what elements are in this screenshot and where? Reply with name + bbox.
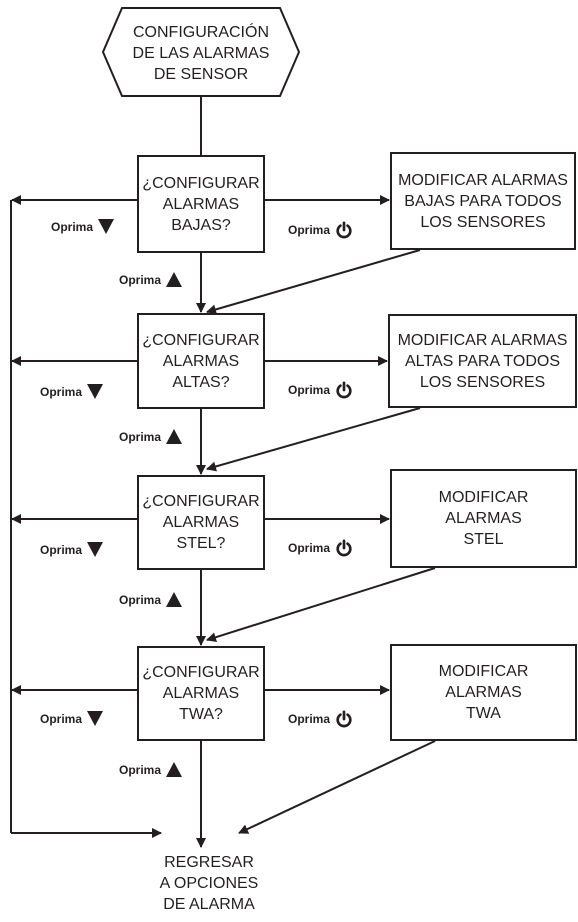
end-label: REGRESAR A OPCIONES DE ALARMA <box>159 854 259 913</box>
up-triangle-icon <box>166 592 183 607</box>
question-box-low-alarms: ¿CONFIGURAR ALARMAS BAJAS? <box>137 155 265 253</box>
up-triangle-icon <box>166 429 183 444</box>
press-text: Oprima <box>288 223 331 237</box>
press-up-label-3: Oprima <box>119 592 183 607</box>
press-text: Oprima <box>40 542 83 557</box>
press-up-label-1: Oprima <box>119 272 183 287</box>
action-box-modify-stel: MODIFICAR ALARMAS STEL <box>390 469 577 568</box>
action-box-modify-high: MODIFICAR ALARMAS ALTAS PARA TODOS LOS S… <box>388 314 577 408</box>
press-text: Oprima <box>119 762 162 777</box>
press-text: Oprima <box>288 541 331 555</box>
press-text: Oprima <box>119 272 162 287</box>
press-power-label-3: Oprima <box>288 539 353 557</box>
power-icon <box>336 381 352 399</box>
press-power-label-1: Oprima <box>288 221 353 239</box>
press-up-label-2: Oprima <box>119 429 183 444</box>
press-text: Oprima <box>119 429 162 444</box>
press-power-label-2: Oprima <box>288 381 353 399</box>
start-shape <box>101 7 301 97</box>
press-text: Oprima <box>51 219 94 234</box>
press-text: Oprima <box>40 384 83 399</box>
power-icon <box>336 221 352 239</box>
press-down-label-3: Oprima <box>40 542 104 557</box>
up-triangle-icon <box>166 762 183 777</box>
press-power-label-4: Oprima <box>288 710 353 728</box>
action-box-modify-low: MODIFICAR ALARMAS BAJAS PARA TODOS LOS S… <box>390 152 576 250</box>
power-icon <box>336 710 352 728</box>
down-triangle-icon <box>87 542 104 557</box>
press-text: Oprima <box>288 712 331 726</box>
press-down-label-2: Oprima <box>40 384 104 399</box>
up-triangle-icon <box>166 272 183 287</box>
press-text: Oprima <box>40 711 83 726</box>
press-text: Oprima <box>119 592 162 607</box>
action-box-modify-twa: MODIFICAR ALARMAS TWA <box>390 644 577 741</box>
power-icon <box>336 539 352 557</box>
question-box-high-alarms: ¿CONFIGURAR ALARMAS ALTAS? <box>137 313 265 409</box>
press-up-label-4: Oprima <box>119 762 183 777</box>
question-box-stel-alarms: ¿CONFIGURAR ALARMAS STEL? <box>137 475 265 570</box>
start-label: CONFIGURACIÓN DE LAS ALARMAS DE SENSOR <box>132 24 270 83</box>
down-triangle-icon <box>87 384 104 399</box>
question-box-twa-alarms: ¿CONFIGURAR ALARMAS TWA? <box>137 646 265 741</box>
down-triangle-icon <box>87 711 104 726</box>
down-triangle-icon <box>98 219 115 234</box>
press-down-label-4: Oprima <box>40 711 104 726</box>
press-text: Oprima <box>288 383 331 397</box>
press-down-label-1: Oprima <box>51 219 115 234</box>
